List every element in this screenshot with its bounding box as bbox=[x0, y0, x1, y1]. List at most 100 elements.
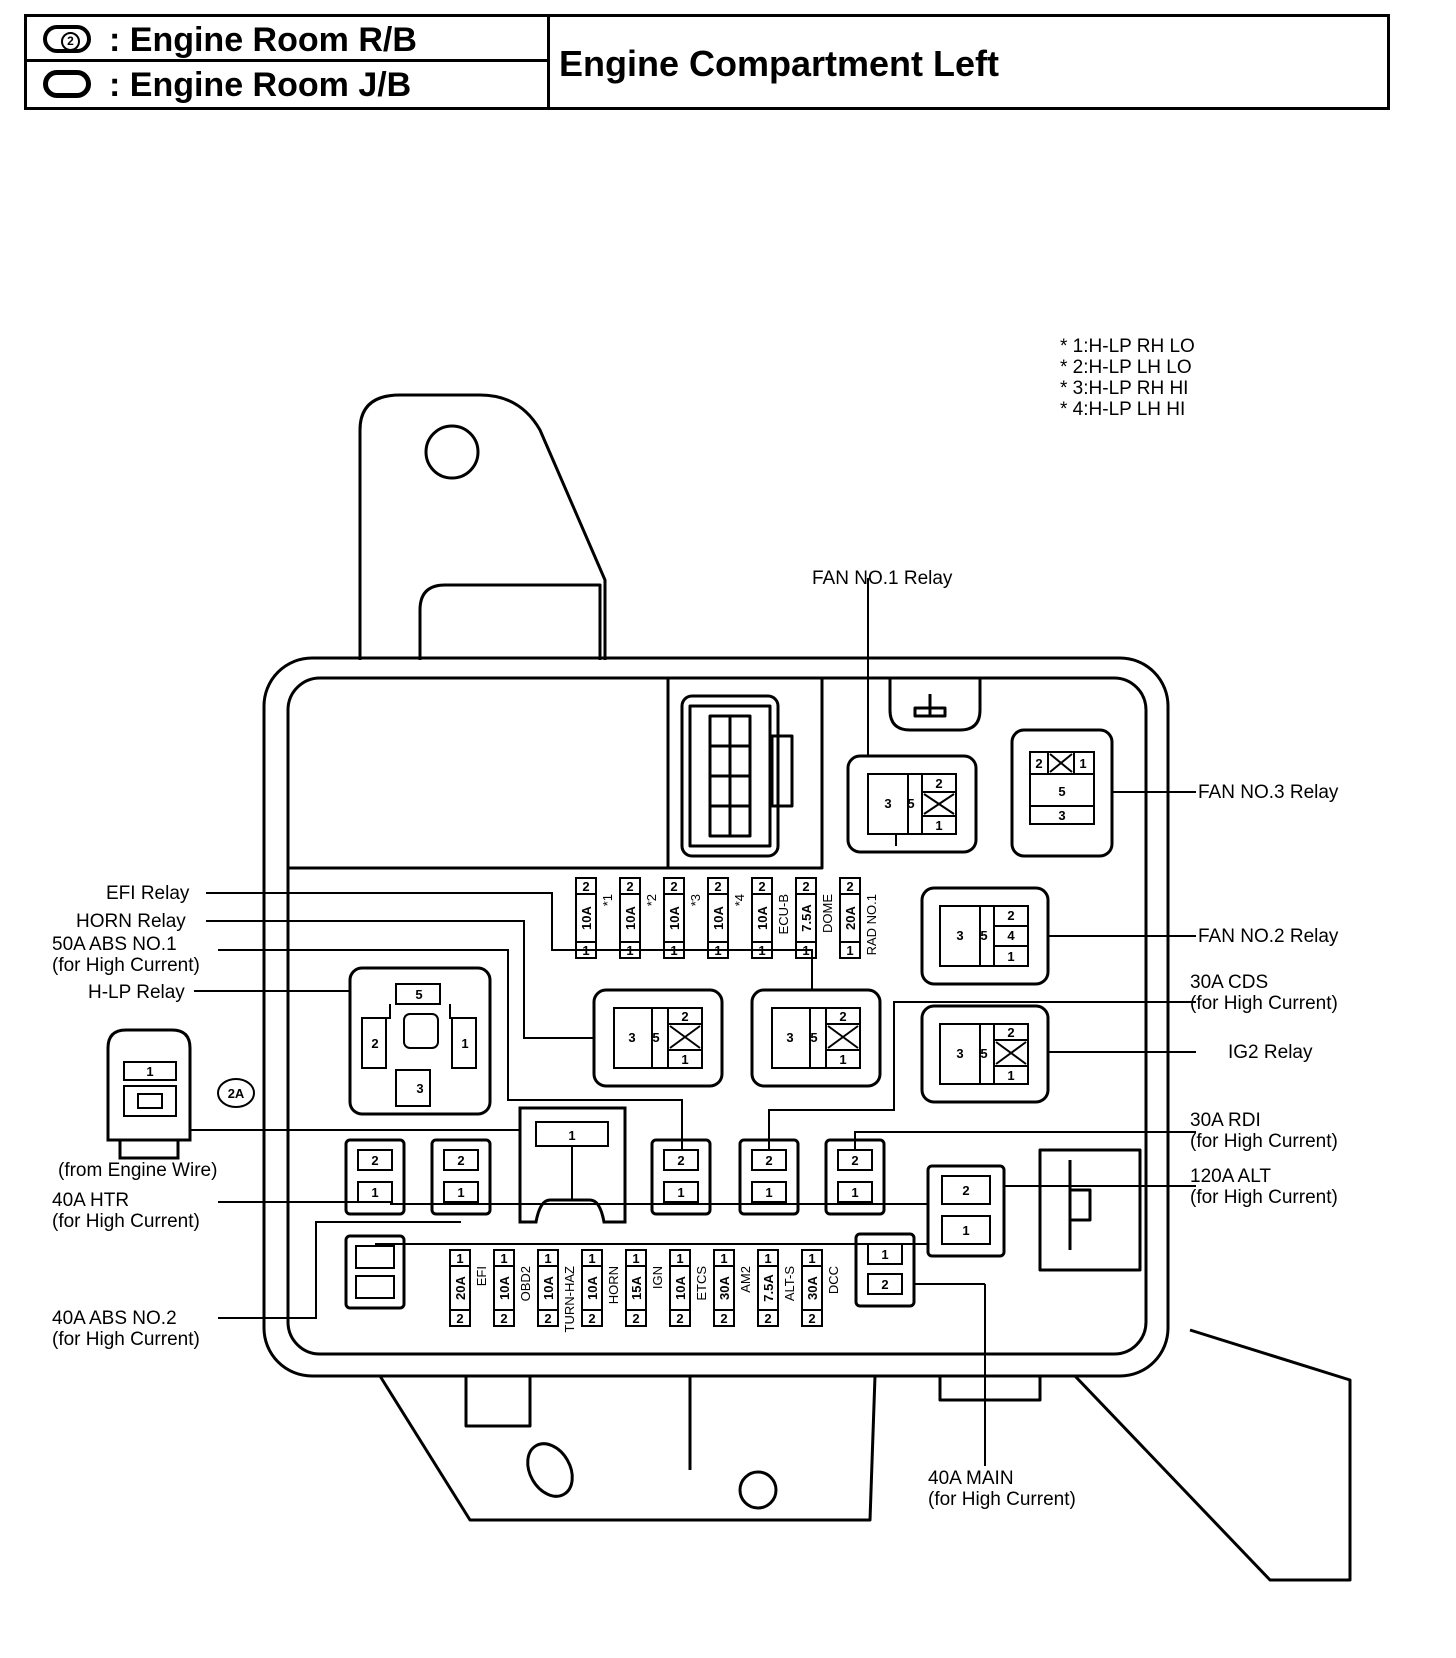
label-abs-no2-note: (for High Current) bbox=[52, 1329, 200, 1350]
svg-text:2: 2 bbox=[839, 1009, 846, 1024]
fuse-rating: 20A bbox=[453, 1275, 468, 1299]
fuse-terminal-label: 1 bbox=[500, 1251, 507, 1266]
svg-text:2: 2 bbox=[677, 1153, 684, 1168]
label-ig2-relay: IG2 Relay bbox=[1228, 1042, 1313, 1063]
label-horn-relay: HORN Relay bbox=[76, 911, 186, 932]
svg-text:1: 1 bbox=[681, 1052, 688, 1067]
fuse-terminal-label: 2 bbox=[808, 1311, 815, 1326]
bracket-hole-top bbox=[424, 424, 480, 480]
bracket-tab-bottom-left bbox=[464, 1376, 532, 1428]
svg-text:3: 3 bbox=[956, 1046, 963, 1061]
fuse-name: IGN bbox=[650, 1266, 665, 1289]
engine-wire-connector bbox=[106, 1028, 192, 1160]
svg-text:5: 5 bbox=[907, 796, 914, 811]
fuse-name: ALT-S bbox=[782, 1266, 797, 1301]
svg-text:1: 1 bbox=[935, 818, 942, 833]
fuse-terminal-label: 2 bbox=[764, 1311, 771, 1326]
fuse-name: RAD NO.1 bbox=[864, 894, 879, 955]
svg-text:3: 3 bbox=[628, 1030, 635, 1045]
alt-fuse bbox=[926, 1164, 1006, 1258]
rdi-cds-fuse-blocks bbox=[650, 1138, 886, 1216]
label-main-note: (for High Current) bbox=[928, 1489, 1076, 1510]
label-fan-no3-relay: FAN NO.3 Relay bbox=[1198, 782, 1339, 803]
footnote: * 4:H-LP LH HI bbox=[1060, 399, 1185, 420]
svg-text:2: 2 bbox=[1007, 1025, 1014, 1040]
mounting-bracket-top bbox=[358, 393, 607, 660]
svg-text:1: 1 bbox=[1007, 949, 1014, 964]
footnotes: * 1:H-LP RH LO * 2:H-LP LH LO * 3:H-LP R… bbox=[1060, 336, 1195, 420]
abs-no2-fuse bbox=[430, 1138, 492, 1216]
bracket-slot bbox=[526, 1442, 574, 1498]
fuse-rating: 10A bbox=[667, 905, 682, 929]
relay-block-symbol-icon: 2 bbox=[43, 25, 91, 53]
fuse-rating: 30A bbox=[717, 1275, 732, 1299]
svg-text:2: 2 bbox=[962, 1183, 969, 1198]
svg-text:5: 5 bbox=[810, 1030, 817, 1045]
label-engine-wire: (from Engine Wire) bbox=[58, 1160, 217, 1181]
fuse-rating: 10A bbox=[585, 1275, 600, 1299]
housing-inner bbox=[286, 676, 1148, 1356]
svg-text:2: 2 bbox=[681, 1009, 688, 1024]
svg-text:3: 3 bbox=[416, 1081, 423, 1096]
fuse-rating: 7.5A bbox=[761, 1274, 776, 1302]
label-rdi-fuse: 30A RDI bbox=[1190, 1110, 1261, 1131]
legend-row-relay-block: 2 : Engine Room R/B bbox=[27, 17, 547, 62]
fuse-terminal-label: 2 bbox=[846, 879, 853, 894]
fuse-terminal-label: 2 bbox=[632, 1311, 639, 1326]
fuse-terminal-label: 1 bbox=[676, 1251, 683, 1266]
fuse-terminal-label: 1 bbox=[588, 1251, 595, 1266]
svg-text:3: 3 bbox=[786, 1030, 793, 1045]
label-cds-fuse: 30A CDS bbox=[1190, 972, 1268, 993]
fuse-terminal-label: 2 bbox=[582, 879, 589, 894]
relay-block-symbol-number: 2 bbox=[61, 32, 80, 51]
fuse-terminal-label: 2 bbox=[714, 879, 721, 894]
svg-text:3: 3 bbox=[1058, 808, 1065, 823]
h-lp-relay bbox=[348, 966, 492, 1116]
fuse-terminal-label: 2 bbox=[720, 1311, 727, 1326]
svg-text:1: 1 bbox=[765, 1185, 772, 1200]
legend: 2 : Engine Room R/B : Engine Room J/B bbox=[27, 17, 550, 107]
mounting-bracket-right bbox=[1073, 1328, 1352, 1582]
junction-block-symbol-icon bbox=[43, 70, 91, 98]
fuse-terminal-label: 2 bbox=[456, 1311, 463, 1326]
fuse-name: TURN-HAZ bbox=[562, 1266, 577, 1332]
svg-text:1: 1 bbox=[677, 1185, 684, 1200]
svg-text:1: 1 bbox=[461, 1036, 468, 1051]
fuse-terminal-label: 2 bbox=[676, 1311, 683, 1326]
svg-text:1: 1 bbox=[1079, 756, 1086, 771]
fuse-name: AM2 bbox=[738, 1266, 753, 1293]
fuse-name: *1 bbox=[600, 894, 615, 906]
svg-text:3: 3 bbox=[956, 928, 963, 943]
fuse-terminal-label: 2 bbox=[670, 879, 677, 894]
fan-no1-relay bbox=[846, 754, 978, 854]
housing-outer bbox=[262, 656, 1170, 1378]
svg-text:3: 3 bbox=[884, 796, 891, 811]
fuse-name: *3 bbox=[688, 894, 703, 906]
svg-text:1: 1 bbox=[851, 1185, 858, 1200]
svg-text:2: 2 bbox=[371, 1036, 378, 1051]
svg-text:1: 1 bbox=[371, 1185, 378, 1200]
fuse-name: *4 bbox=[732, 894, 747, 906]
label-main-fuse: 40A MAIN bbox=[928, 1468, 1014, 1489]
fuse-name: ETCS bbox=[694, 1266, 709, 1301]
footnote: * 2:H-LP LH LO bbox=[1060, 357, 1192, 378]
svg-text:2: 2 bbox=[457, 1153, 464, 1168]
fuse-terminal-label: 1 bbox=[846, 943, 853, 958]
fuse-terminal-label: 1 bbox=[456, 1251, 463, 1266]
label-htr-note: (for High Current) bbox=[52, 1211, 200, 1232]
fuse-terminal-label: 2 bbox=[758, 879, 765, 894]
fuse-rating: 10A bbox=[755, 905, 770, 929]
